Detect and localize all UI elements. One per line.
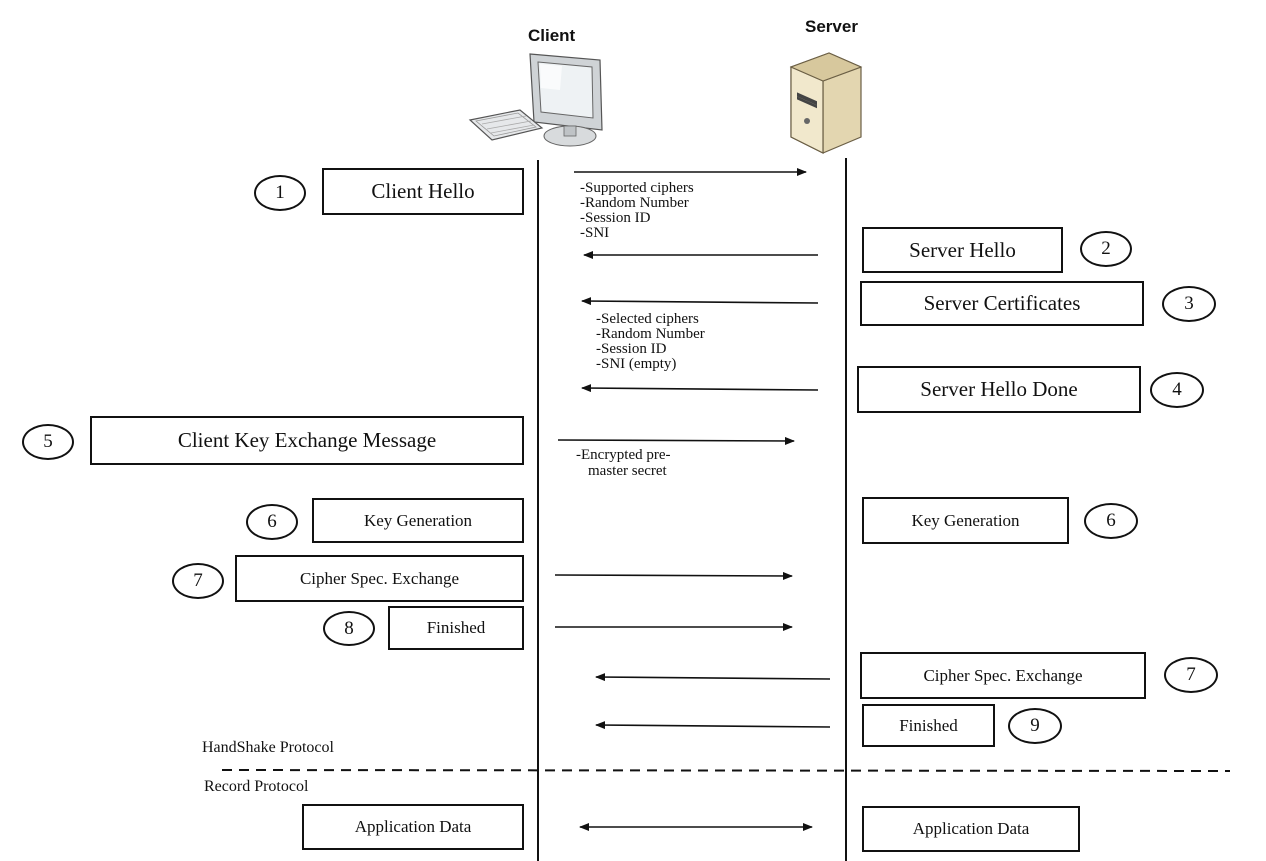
arrow-client-key-exchange [557,436,795,445]
list-item: -SNI [580,225,610,241]
server-hello-contents: -Selected ciphers -Random Number -Sessio… [596,312,705,372]
client-label: Client [528,26,576,45]
step-number-7-client: 7 [172,563,224,599]
server-tower-icon [789,52,863,154]
desktop-computer-icon [468,53,603,147]
list-item: -Encrypted pre- [576,447,671,463]
step-number-9: 9 [1008,708,1062,744]
step-number-1: 1 [254,175,306,211]
list-item: -Session ID [596,341,667,357]
list-item: -Selected ciphers [596,311,699,327]
list-item: -Random Number [596,326,705,342]
step-number-8: 8 [323,611,375,646]
record-protocol-label: Record Protocol [204,778,309,795]
server-finished-box: Finished [862,704,995,747]
server-key-generation-box: Key Generation [862,497,1069,544]
server-application-data-box: Application Data [862,806,1080,852]
client-application-data-box: Application Data [302,804,524,850]
client-hello-contents: -Supported ciphers -Random Number -Sessi… [580,181,694,241]
protocol-separator [221,769,1231,772]
server-certificates-box: Server Certificates [860,281,1144,326]
handshake-protocol-label: HandShake Protocol [202,739,334,756]
step-number-6-client: 6 [246,504,298,540]
arrow-server-certificates [581,297,819,306]
client-key-generation-box: Key Generation [312,498,524,543]
list-item: -Supported ciphers [580,180,694,196]
arrow-server-finished [595,721,831,730]
step-number-6-server: 6 [1084,503,1138,539]
server-hello-done-box: Server Hello Done [857,366,1141,413]
client-hello-box: Client Hello [322,168,524,215]
list-item: -SNI (empty) [596,356,677,372]
server-cipher-spec-box: Cipher Spec. Exchange [860,652,1146,699]
arrow-client-cipher-spec [554,571,793,580]
list-item: master secret [588,463,667,479]
step-number-3: 3 [1162,286,1216,322]
client-finished-box: Finished [388,606,524,650]
client-key-exchange-box: Client Key Exchange Message [90,416,524,465]
step-number-5: 5 [22,424,74,460]
step-number-2: 2 [1080,231,1132,267]
step-number-4: 4 [1150,372,1204,408]
arrow-server-hello-done [581,384,819,393]
list-item: -Random Number [580,195,689,211]
list-item: -Session ID [580,210,651,226]
step-number-7-server: 7 [1164,657,1218,693]
arrow-server-cipher-spec [595,673,831,682]
client-cipher-spec-box: Cipher Spec. Exchange [235,555,524,602]
server-hello-box: Server Hello [862,227,1063,273]
server-label: Server [805,17,858,36]
key-exchange-contents: -Encrypted pre- master secret [576,447,671,479]
